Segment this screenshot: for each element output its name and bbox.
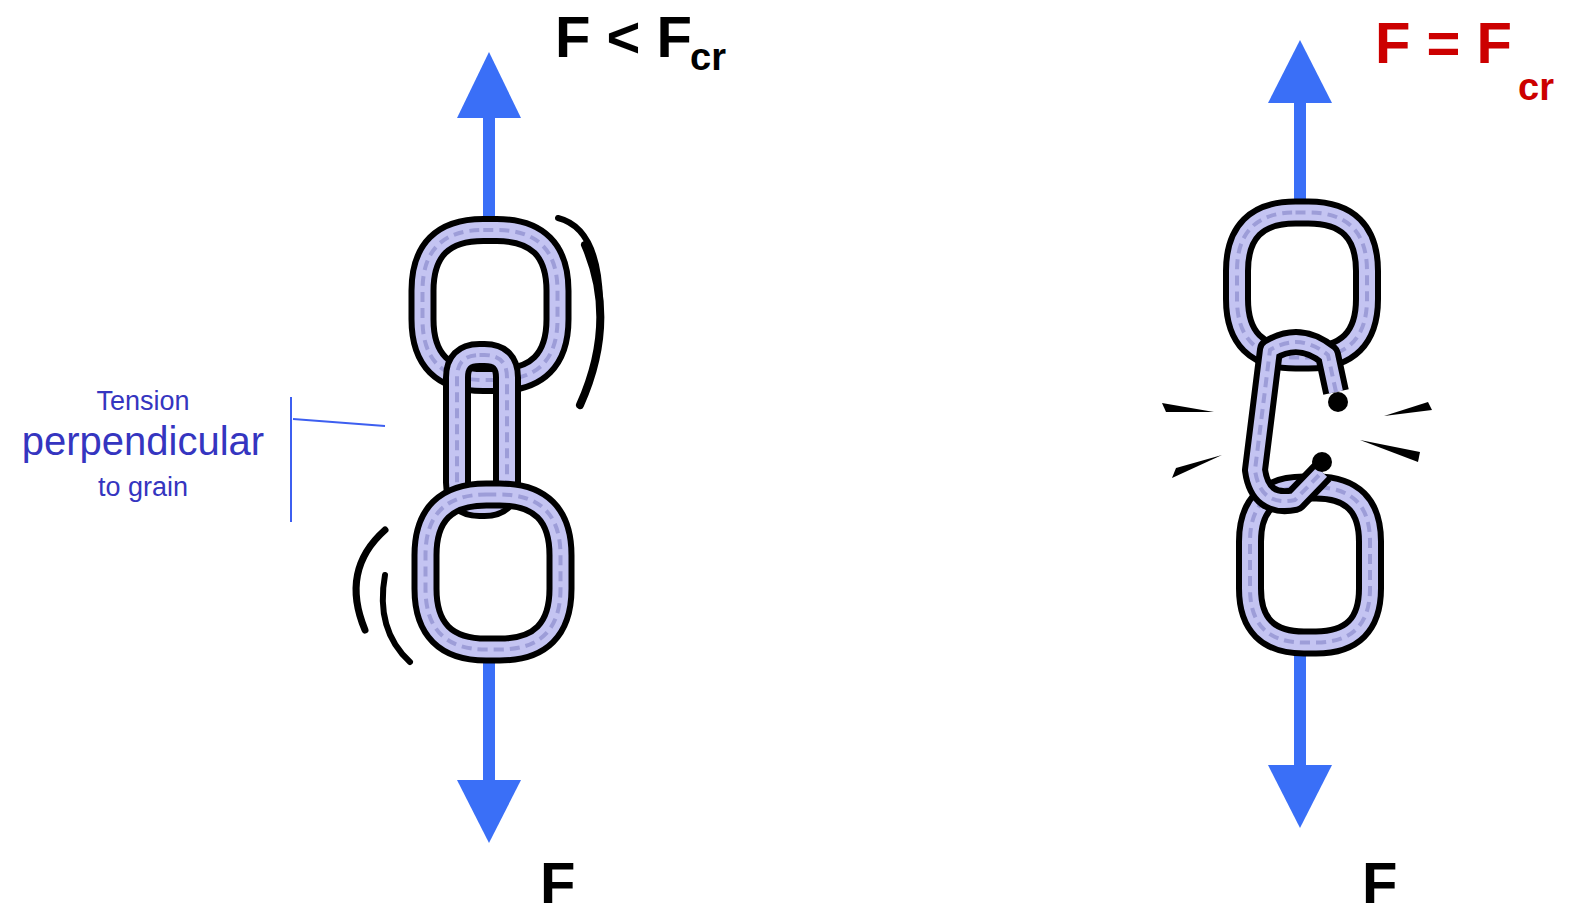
force-arrow-head [1268,765,1332,828]
force-arrow-head [457,52,521,118]
link-shading [426,495,561,650]
subscript: cr [690,38,726,76]
break-spike [1360,440,1420,462]
break-end [1328,392,1348,412]
force-arrow-head [457,780,521,843]
annotation: perpendicular [22,421,264,461]
link-outline [426,495,561,650]
link-shading [1255,342,1336,501]
motion-line [383,575,410,662]
link-outline [1255,342,1336,501]
break-end [1312,452,1332,472]
chain-links [423,213,1371,650]
force-arrow-shaft [1294,655,1306,770]
bracket [291,397,385,522]
force-arrow-shaft [483,110,495,220]
force-arrow-head [1268,40,1332,103]
leader-line [293,419,385,426]
break-spike [1172,455,1222,478]
force-label: F [540,854,575,912]
link-body [1255,342,1336,501]
chain-link [426,495,561,650]
break-marks [1162,402,1432,478]
force-condition: F < F [555,8,692,66]
force-arrow-shaft [1294,98,1306,208]
motion-line [356,530,385,630]
force-label: F [1362,854,1397,912]
annotation: Tension [96,388,189,415]
subscript: cr [1518,68,1554,106]
chain-link [1255,342,1336,501]
bracket-line [290,397,292,522]
break-spike [1162,403,1214,412]
motion-line [580,245,600,405]
annotation: to grain [98,474,188,501]
break-spike [1384,402,1432,416]
force-arrow-shaft [483,660,495,785]
motion-lines [356,218,600,662]
force-condition: F = F [1375,14,1512,72]
link-body [426,495,561,650]
